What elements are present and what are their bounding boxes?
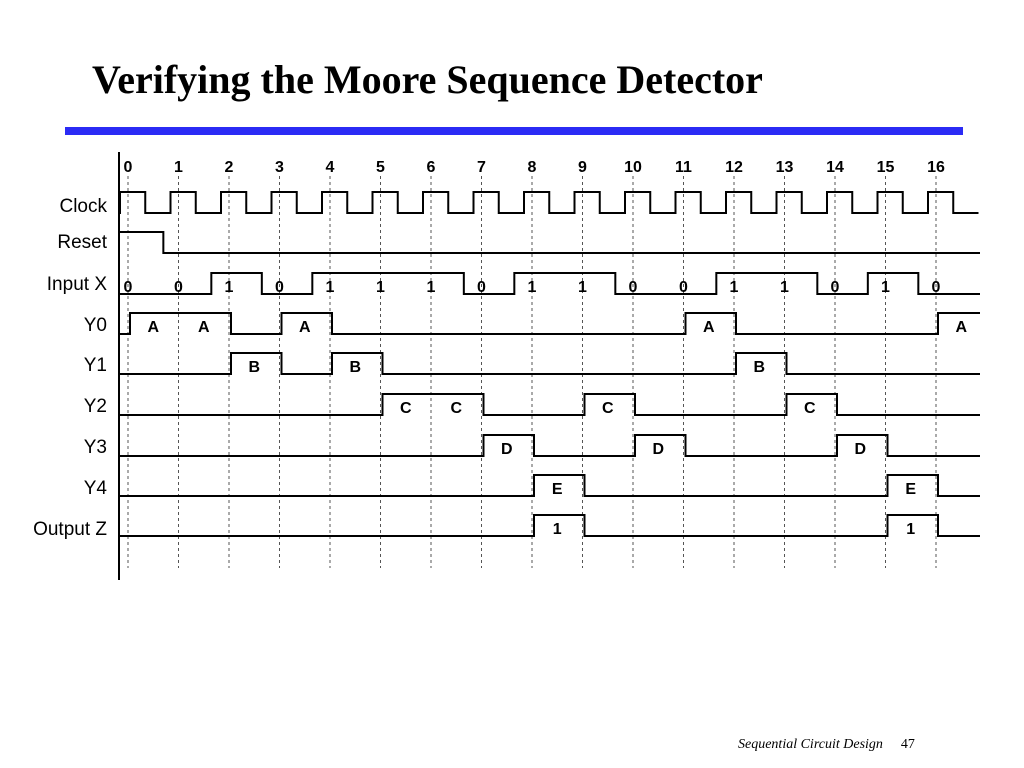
input-x-value: 1 <box>780 279 789 296</box>
cycle-label: 11 <box>675 159 692 176</box>
input-x-value: 0 <box>679 279 688 296</box>
cycle-label: 2 <box>225 159 234 176</box>
cycle-label: 1 <box>174 159 183 176</box>
y1-state-label: B <box>753 359 765 376</box>
output-z-state-label: 1 <box>553 521 562 538</box>
input-x-value: 0 <box>275 279 284 296</box>
input-x-value: 0 <box>629 279 638 296</box>
y0-waveform <box>119 312 980 335</box>
input-x-waveform <box>119 272 980 295</box>
y3-label: Y3 <box>84 437 107 458</box>
y2-state-label: C <box>400 400 412 417</box>
cycle-label: 5 <box>376 159 385 176</box>
reset-label: Reset <box>57 232 107 253</box>
input-x-value: 1 <box>528 279 537 296</box>
y4-state-label: E <box>905 481 916 498</box>
cycle-label: 16 <box>927 159 945 176</box>
input-x-value: 1 <box>730 279 739 296</box>
y2-waveform <box>119 393 980 416</box>
slide-title: Verifying the Moore Sequence Detector <box>92 57 763 102</box>
y2-state-label: C <box>804 400 816 417</box>
clock-label: Clock <box>59 196 107 217</box>
y4-state-label: E <box>552 481 563 498</box>
cycle-label: 14 <box>826 159 844 176</box>
input-x-value: 0 <box>477 279 486 296</box>
input-x-label: Input X <box>47 274 108 295</box>
slide-footer: Sequential Circuit Design 47 <box>738 737 915 753</box>
y3-state-label: D <box>652 441 664 458</box>
y3-state-label: D <box>854 441 866 458</box>
cycle-label: 6 <box>427 159 436 176</box>
y4-label: Y4 <box>84 478 108 499</box>
output-z-label: Output Z <box>33 519 107 540</box>
y2-state-label: C <box>450 400 462 417</box>
input-x-value: 0 <box>831 279 840 296</box>
input-x-value: 1 <box>427 279 436 296</box>
y0-state-label: A <box>955 319 967 336</box>
y3-waveform <box>119 434 980 457</box>
y0-state-label: A <box>198 319 210 336</box>
cycle-label: 9 <box>578 159 587 176</box>
page-number: 47 <box>900 737 915 752</box>
y0-state-label: A <box>147 319 159 336</box>
y4-waveform <box>119 474 980 497</box>
input-x-value: 0 <box>932 279 941 296</box>
cycle-label: 0 <box>124 159 133 176</box>
y2-label: Y2 <box>84 396 107 417</box>
input-x-value: 1 <box>376 279 385 296</box>
input-x-value: 0 <box>174 279 183 296</box>
input-x-value: 1 <box>225 279 234 296</box>
footer-title: Sequential Circuit Design <box>738 737 883 752</box>
cycle-label: 4 <box>326 159 335 176</box>
reset-waveform <box>119 231 980 254</box>
y0-state-label: A <box>703 319 715 336</box>
y0-label: Y0 <box>84 315 107 336</box>
y1-state-label: B <box>248 359 260 376</box>
cycle-label: 8 <box>528 159 537 176</box>
y0-state-label: A <box>299 319 311 336</box>
title-underline <box>65 127 963 135</box>
cycle-label: 15 <box>877 159 895 176</box>
input-x-value: 0 <box>124 279 133 296</box>
y1-label: Y1 <box>84 355 107 376</box>
cycle-label: 3 <box>275 159 284 176</box>
input-x-value: 1 <box>578 279 587 296</box>
y2-state-label: C <box>602 400 614 417</box>
cycle-label: 12 <box>725 159 743 176</box>
input-x-value: 1 <box>326 279 335 296</box>
y1-state-label: B <box>349 359 361 376</box>
input-x-value: 1 <box>881 279 890 296</box>
y1-waveform <box>119 352 980 375</box>
cycle-label: 10 <box>624 159 642 176</box>
y3-state-label: D <box>501 441 513 458</box>
output-z-state-label: 1 <box>906 521 915 538</box>
cycle-label: 7 <box>477 159 486 176</box>
output-z-waveform <box>119 514 980 537</box>
clock-waveform <box>119 191 979 214</box>
cycle-label: 13 <box>776 159 794 176</box>
